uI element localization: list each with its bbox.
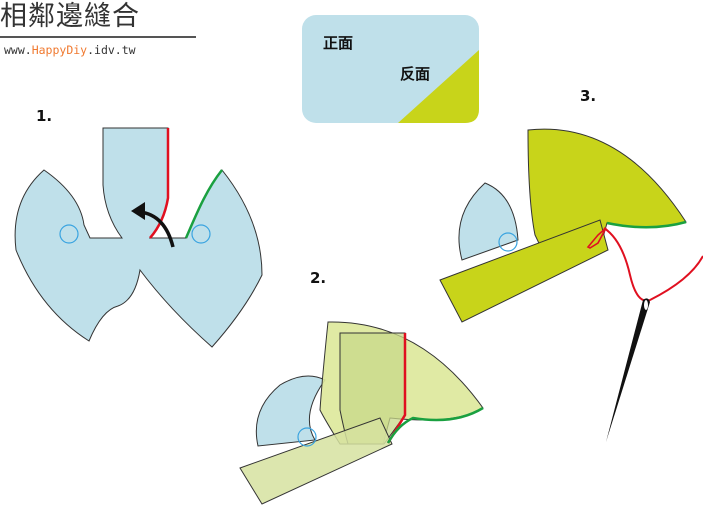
step-1-pattern-piece <box>14 127 263 348</box>
url-suffix: .idv.tw <box>87 43 136 57</box>
fabric-side-legend: 正面 反面 <box>302 15 479 123</box>
url-prefix: www. <box>4 43 32 57</box>
step-3-number: 3. <box>580 87 596 105</box>
matching-mark-right <box>191 224 211 244</box>
back-side-label: 反面 <box>400 65 430 83</box>
fold-arrowhead-icon <box>131 202 145 220</box>
small-wing-front <box>458 182 519 261</box>
step-2-folded-piece <box>239 321 484 505</box>
needle-icon <box>606 298 650 442</box>
front-side-label: 正面 <box>323 34 353 52</box>
pattern-piece-front <box>14 127 263 348</box>
step-2-number: 2. <box>310 269 326 287</box>
matching-mark-aligned <box>297 427 317 447</box>
green-seam-edge <box>184 169 223 239</box>
matching-mark-left <box>59 224 79 244</box>
page-title: 相鄰邊縫合 <box>0 1 140 32</box>
red-seam-edge <box>149 128 170 239</box>
strap-back <box>439 219 609 323</box>
matching-mark-small <box>498 232 518 252</box>
step-1-number: 1. <box>36 107 52 125</box>
back-side-swatch <box>398 50 479 123</box>
thread-icon <box>603 227 703 302</box>
needle-eye-icon <box>644 300 648 310</box>
site-url: www.HappyDiy.idv.tw <box>4 43 136 57</box>
url-brand: HappyDiy <box>31 43 88 57</box>
bottom-strap-back <box>239 417 393 505</box>
title-underline <box>0 36 196 38</box>
stitch-marks <box>586 227 607 249</box>
green-seam-sewn <box>606 220 687 229</box>
left-wing-front <box>255 375 326 447</box>
step-3-sewing <box>439 128 703 442</box>
green-seam-aligned <box>386 406 484 444</box>
